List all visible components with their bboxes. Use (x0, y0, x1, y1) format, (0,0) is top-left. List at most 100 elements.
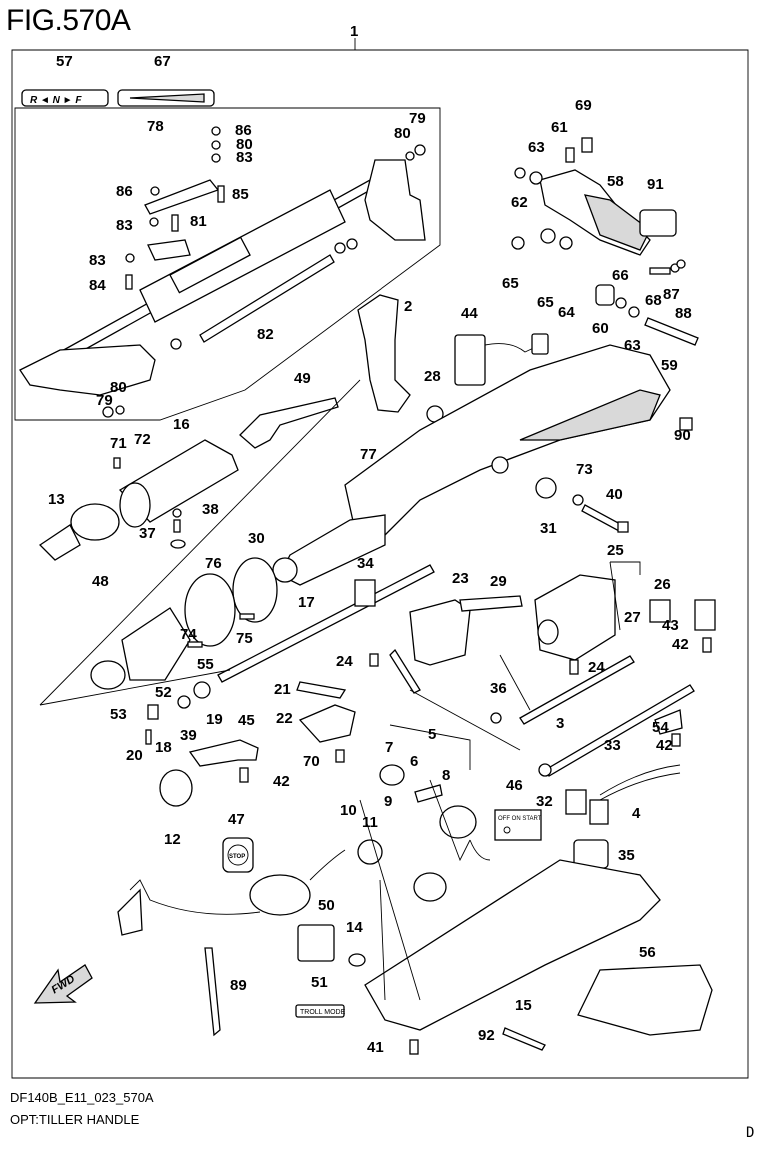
callout-c39: 39 (180, 727, 197, 744)
callout-c42b: 42 (656, 737, 673, 754)
callout-c80a: 80 (394, 125, 411, 142)
wedge-decal (117, 89, 215, 107)
callout-c74: 74 (180, 626, 197, 643)
bolt-41 (409, 1039, 419, 1055)
callout-c86b: 86 (116, 183, 133, 200)
callout-c45: 45 (238, 712, 255, 729)
upper-bracket (364, 159, 426, 241)
parts-21-22 (296, 681, 356, 763)
callout-c26: 26 (654, 576, 671, 593)
callout-c50: 50 (318, 897, 335, 914)
troll-switch (297, 924, 366, 967)
plate-56 (577, 964, 713, 1036)
callout-c42c: 42 (273, 773, 290, 790)
svg-text:STOP: STOP (229, 854, 245, 860)
callout-c28: 28 (424, 368, 441, 385)
callout-c20: 20 (126, 747, 143, 764)
callout-c38: 38 (202, 501, 219, 518)
callout-c59: 59 (661, 357, 678, 374)
throttle-arm-23 (369, 599, 471, 694)
callout-c88: 88 (675, 305, 692, 322)
fwd-arrow: FWD (33, 964, 93, 1004)
callout-c23: 23 (452, 570, 469, 587)
handle-body (272, 344, 671, 586)
callout-c1: 1 (350, 23, 358, 40)
callout-c22: 22 (276, 710, 293, 727)
callout-c85: 85 (232, 186, 249, 203)
callout-c83a: 83 (236, 149, 253, 166)
callout-c86a: 86 (235, 122, 252, 139)
bolt-42 (239, 767, 249, 783)
callout-c5: 5 (428, 726, 436, 743)
callout-c79b: 79 (96, 392, 113, 409)
clip-32 (538, 763, 552, 777)
bracket-54 (654, 709, 683, 735)
callout-c8: 8 (442, 767, 450, 784)
cable-3 (519, 655, 635, 725)
lower-cover (364, 859, 661, 1031)
key-switch-12 (159, 769, 193, 807)
grommet-31 (535, 477, 557, 499)
callout-c63a: 63 (528, 139, 545, 156)
callout-c83c: 83 (89, 252, 106, 269)
switch-parts (379, 764, 491, 861)
callout-c40: 40 (606, 486, 623, 503)
shift-box (534, 574, 716, 675)
callout-c33: 33 (604, 737, 621, 754)
callout-c43: 43 (662, 617, 679, 634)
callout-c10: 10 (340, 802, 357, 819)
callout-c51: 51 (311, 974, 328, 991)
callout-c42a: 42 (672, 636, 689, 653)
callout-c63b: 63 (624, 337, 641, 354)
callout-c25: 25 (607, 542, 624, 559)
callout-c77: 77 (360, 446, 377, 463)
callout-c4: 4 (632, 805, 641, 822)
throttle-grip (38, 439, 239, 561)
switch-decal: OFF ON START (494, 809, 542, 841)
callout-c47: 47 (228, 811, 245, 828)
callout-c46: 46 (506, 777, 523, 794)
plate-29 (459, 595, 523, 612)
clip-36 (490, 712, 502, 724)
callout-c71: 71 (110, 435, 127, 452)
callout-c21: 21 (274, 681, 291, 698)
callout-c75: 75 (236, 630, 253, 647)
small-hardware (102, 126, 426, 418)
callout-c90: 90 (674, 427, 691, 444)
callout-c91: 91 (647, 176, 664, 193)
callout-c48: 48 (92, 573, 109, 590)
switch-9 (413, 872, 447, 902)
callout-c18: 18 (155, 739, 172, 756)
callout-c68: 68 (645, 292, 662, 309)
callout-c37: 37 (139, 525, 156, 542)
callout-c65a: 65 (502, 275, 519, 292)
callout-c92: 92 (478, 1027, 495, 1044)
callout-c19: 19 (206, 711, 223, 728)
callout-c60: 60 (592, 320, 609, 337)
svg-text:OFF ON START: OFF ON START (498, 816, 542, 822)
callout-c80b: 80 (236, 136, 253, 153)
callout-c31: 31 (540, 520, 557, 537)
callout-c44: 44 (461, 305, 478, 322)
callout-c70: 70 (303, 753, 320, 770)
callout-c12: 12 (164, 831, 181, 848)
callout-c3: 3 (556, 715, 564, 732)
bolt-42b (671, 733, 681, 747)
callout-c83b: 83 (116, 217, 133, 234)
callout-c64: 64 (558, 304, 575, 321)
troll-decal (295, 1004, 345, 1018)
callout-c67: 67 (154, 53, 171, 70)
page-letter: D (746, 1125, 755, 1141)
switch-44 (454, 333, 549, 386)
subassembly-frame (14, 107, 441, 421)
figure-title: FIG.570A (6, 4, 131, 37)
callout-c29: 29 (490, 573, 507, 590)
callout-c56: 56 (639, 944, 656, 961)
shift-decal: R ◄ N ► F (21, 89, 109, 107)
callout-c9: 9 (384, 793, 392, 810)
callout-c6: 6 (410, 753, 418, 770)
callout-c24a: 24 (336, 653, 353, 670)
shift-arm-cluster (511, 137, 699, 346)
